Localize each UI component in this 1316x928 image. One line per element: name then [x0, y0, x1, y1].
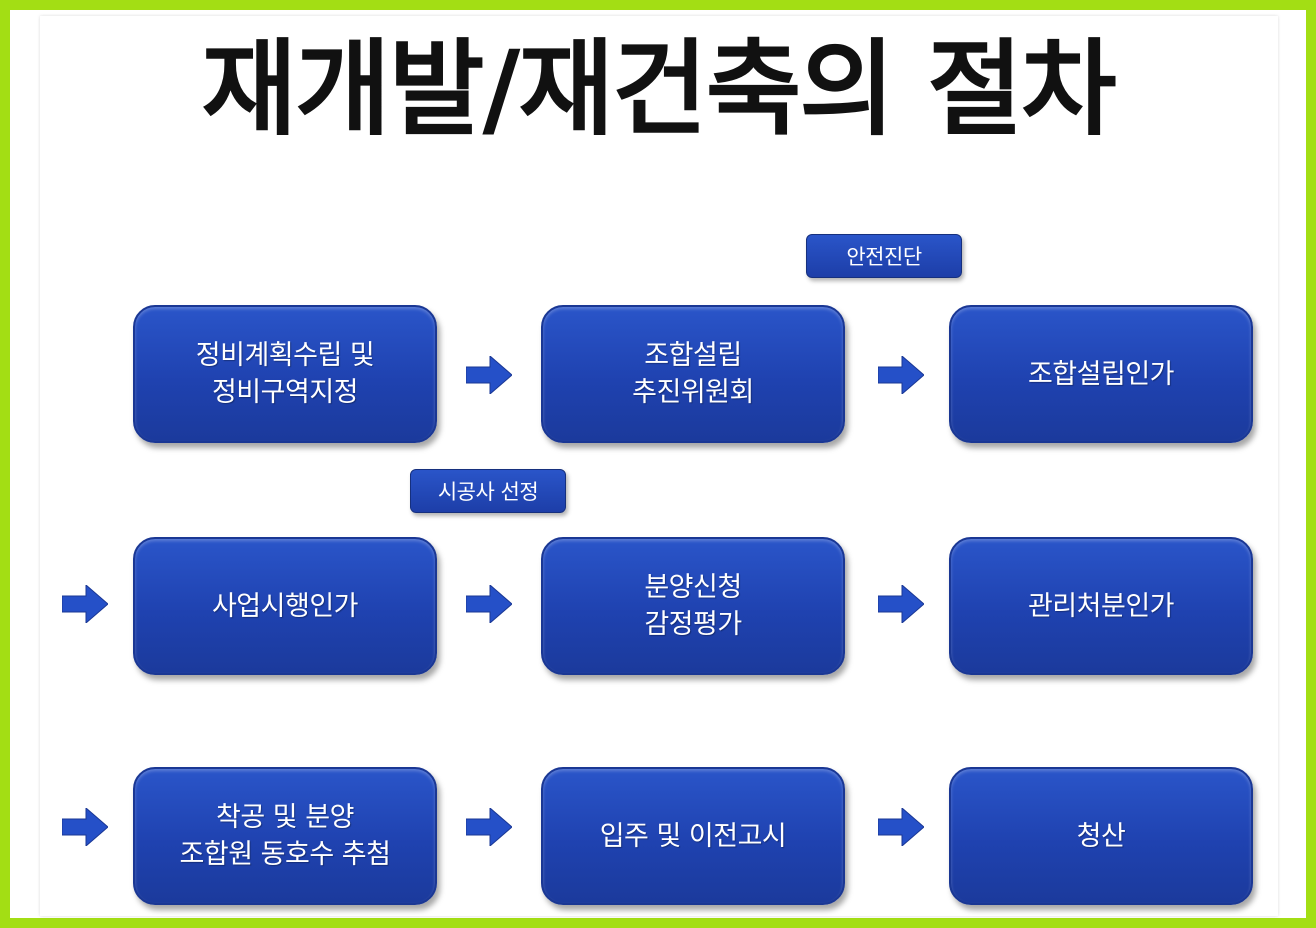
- right-arrow-icon: [466, 356, 512, 394]
- step-label: 관리처분인가: [1027, 590, 1175, 622]
- right-arrow-icon: [878, 808, 924, 846]
- step-management-disposal: 관리처분인가: [949, 537, 1253, 675]
- step-label: 조합설립인가: [1027, 358, 1175, 390]
- right-arrow-icon: [466, 585, 512, 623]
- right-arrow-icon: [62, 585, 108, 623]
- step-sale-application: 분양신청 감정평가: [541, 537, 845, 675]
- step-label: 정비계획수립 및 정비구역지정: [195, 340, 375, 408]
- step-construction-lottery: 착공 및 분양 조합원 동호수 추첨: [133, 767, 437, 905]
- step-project-approval: 사업시행인가: [133, 537, 437, 675]
- page-title: 재개발/재건축의 절차: [201, 28, 1116, 150]
- tag-contractor-selection: 시공사 선정: [410, 469, 566, 513]
- right-arrow-icon: [466, 808, 512, 846]
- slide: [40, 16, 1278, 916]
- step-association-approval: 조합설립인가: [949, 305, 1253, 443]
- step-label: 조합설립 추진위원회: [632, 340, 754, 408]
- step-plan-designation: 정비계획수립 및 정비구역지정: [133, 305, 437, 443]
- step-label: 사업시행인가: [211, 590, 359, 622]
- step-label: 착공 및 분양 조합원 동호수 추첨: [179, 802, 391, 870]
- step-label: 분양신청 감정평가: [644, 572, 742, 640]
- right-arrow-icon: [62, 808, 108, 846]
- step-liquidation: 청산: [949, 767, 1253, 905]
- step-promotion-committee: 조합설립 추진위원회: [541, 305, 845, 443]
- step-label: 청산: [1076, 820, 1126, 852]
- step-move-in-notice: 입주 및 이전고시: [541, 767, 845, 905]
- right-arrow-icon: [878, 356, 924, 394]
- tag-safety-inspection: 안전진단: [806, 234, 962, 278]
- right-arrow-icon: [878, 585, 924, 623]
- step-label: 입주 및 이전고시: [599, 820, 787, 852]
